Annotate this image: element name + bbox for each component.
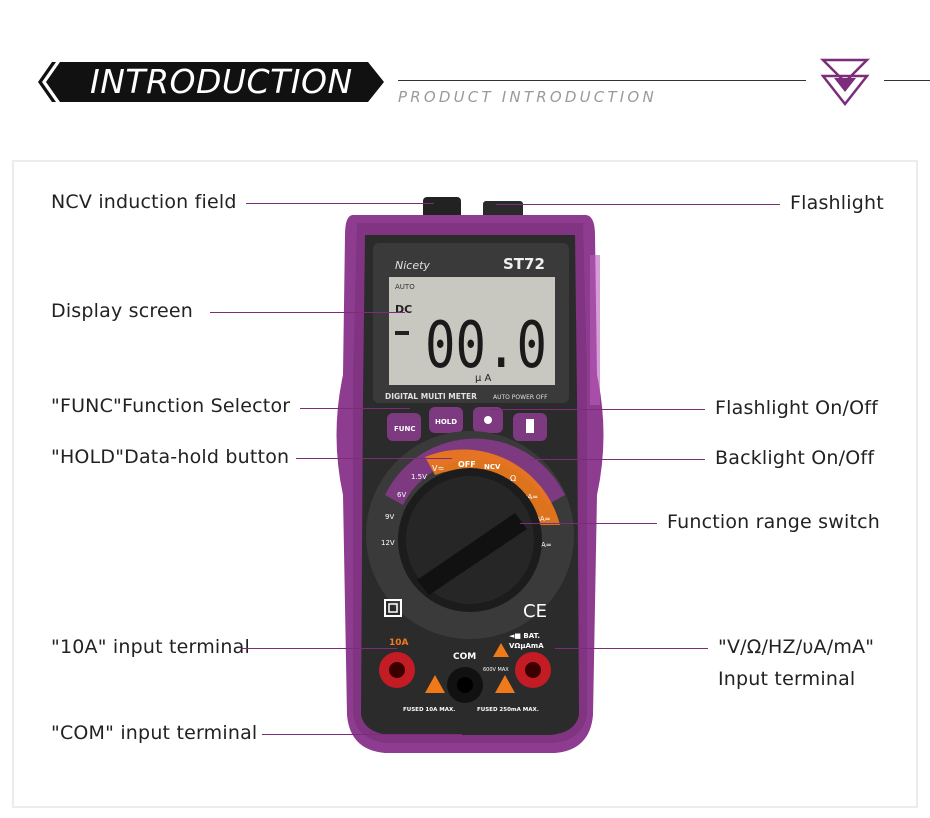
leader-backlight <box>530 459 705 460</box>
label-vohm-terminal-sub: Input terminal <box>718 668 856 690</box>
dial-off: OFF <box>458 460 476 469</box>
leader-display <box>210 312 405 313</box>
dial-ohm: Ω <box>510 474 516 483</box>
leader-flashlight <box>496 204 780 205</box>
fuse-250ma-label: FUSED 250mA MAX. <box>477 707 539 713</box>
dial-1-5v: 1.5V <box>411 473 427 481</box>
section-banner: INTRODUCTION <box>38 60 384 104</box>
model-name: ST72 <box>503 255 545 273</box>
triangle-logo-icon <box>820 58 870 106</box>
page-subtitle: PRODUCT INTRODUCTION <box>398 88 657 106</box>
func-button-label: FUNC <box>394 425 415 433</box>
ce-mark: CE <box>523 601 547 622</box>
label-flashlight-onoff: Flashlight On/Off <box>715 397 879 419</box>
label-10a-terminal: "10A" input terminal <box>51 636 250 658</box>
dial-ncv: NCV <box>484 463 501 471</box>
label-ncv-field: NCV induction field <box>51 191 237 213</box>
dial-12v: 12V <box>381 539 395 547</box>
leader-com <box>262 734 462 735</box>
lcd-units: μ A <box>475 373 492 384</box>
header-divider-left <box>398 80 806 81</box>
lcd-reading: 00.0 <box>425 309 547 383</box>
header-divider-right <box>884 80 930 81</box>
lcd-dc: DC <box>395 303 412 316</box>
label-flashlight: Flashlight <box>790 192 884 214</box>
dial-9v: 9V <box>385 513 394 521</box>
leader-range <box>520 523 657 524</box>
label-hold-button: "HOLD"Data-hold button <box>51 446 290 468</box>
leader-vohm <box>555 648 708 649</box>
page-title: INTRODUCTION <box>90 62 353 101</box>
terminal-10a-label: 10A <box>389 638 409 648</box>
dial-a: A≂ <box>541 541 552 549</box>
lcd-auto: AUTO <box>395 283 415 291</box>
hold-button-label: HOLD <box>435 418 457 426</box>
label-vohm-terminal: "V/Ω/HZ/υA/mA" <box>718 636 875 658</box>
banner-shape <box>38 62 384 102</box>
terminal-vohm-label: VΩµAmA <box>509 642 544 650</box>
multimeter-image: Nicety ST72 AUTO DC 00.0 μ A DIGITAL MUL… <box>336 197 604 754</box>
label-com-terminal: "COM" input terminal <box>51 722 258 744</box>
dial-v-ac: V≂ <box>432 464 444 473</box>
terminal-bat-label: ◄■ BAT. <box>509 632 540 640</box>
terminal-com-label: COM <box>453 652 476 662</box>
dial-6v: 6V <box>397 491 406 499</box>
label-backlight-onoff: Backlight On/Off <box>715 447 875 469</box>
brand-logo: Nicety <box>395 259 430 272</box>
caption-dmm: DIGITAL MULTI METER <box>385 392 477 401</box>
dial-ma: mA≂ <box>533 515 551 523</box>
leader-hold <box>296 458 452 459</box>
leader-flash-onoff <box>490 409 705 410</box>
fuse-10a-label: FUSED 10A MAX. <box>403 707 455 713</box>
dial-ua: µA≂ <box>523 493 538 501</box>
leader-10a <box>242 648 397 649</box>
label-display-screen: Display screen <box>51 300 194 322</box>
terminal-600v-label: 600V MAX <box>483 667 509 673</box>
label-func-selector: "FUNC"Function Selector <box>51 395 291 417</box>
caption-auto-off: AUTO POWER OFF <box>493 394 548 401</box>
leader-func <box>300 408 410 409</box>
leader-ncv <box>246 203 434 204</box>
label-range-switch: Function range switch <box>667 511 880 533</box>
